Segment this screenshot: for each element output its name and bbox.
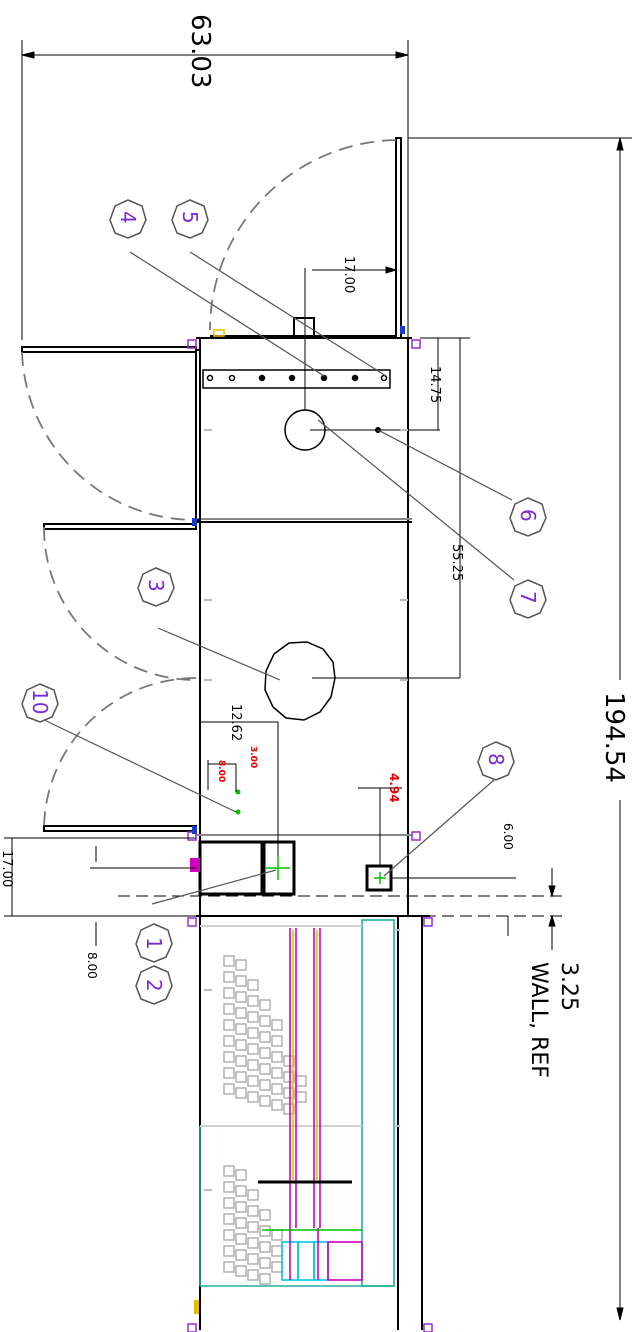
svg-text:5: 5 bbox=[178, 211, 202, 224]
dim-12-62-text: 12.62 bbox=[228, 704, 243, 741]
grey-stack-lower bbox=[223, 1165, 283, 1285]
svg-text:7: 7 bbox=[516, 591, 540, 604]
grey-stack-upper bbox=[223, 955, 307, 1115]
yellow-marker-top bbox=[213, 329, 225, 337]
teal-frame bbox=[199, 919, 395, 1287]
dim-overall-length-text: 194.54 bbox=[599, 692, 629, 783]
dim-6-3-25 bbox=[118, 868, 564, 950]
callout-3: 3 bbox=[137, 567, 175, 607]
corner-markers bbox=[187, 339, 433, 1332]
dim-6-00-text: 6.00 bbox=[501, 823, 515, 850]
item-10-point bbox=[235, 809, 241, 815]
svg-text:3: 3 bbox=[144, 579, 168, 592]
dim-55-25-text: 55.25 bbox=[449, 544, 464, 581]
dim-3-25-text: 3.25 bbox=[556, 962, 581, 1011]
cyan-blocks bbox=[281, 1241, 329, 1281]
dim-left bbox=[4, 837, 196, 946]
callout-8: 8 bbox=[477, 741, 515, 781]
callout-10: 10 bbox=[21, 683, 59, 723]
dim-3-00-text: 3.00 bbox=[248, 746, 258, 768]
pipes bbox=[289, 928, 321, 1228]
dim-overall-length bbox=[408, 137, 632, 1321]
svg-text:8: 8 bbox=[484, 753, 508, 766]
callout-6: 6 bbox=[509, 497, 547, 537]
dim-8-00-red-text: 8.00 bbox=[216, 760, 226, 782]
svg-text:1: 1 bbox=[142, 937, 166, 950]
item-8-box bbox=[365, 864, 393, 892]
item-3-circle bbox=[264, 641, 336, 721]
dim-12-62 bbox=[200, 721, 279, 856]
red-marker bbox=[190, 858, 200, 872]
svg-text:10: 10 bbox=[28, 689, 52, 714]
svg-text:6: 6 bbox=[516, 509, 540, 522]
tick-marks bbox=[204, 429, 408, 1191]
dim-overall-width-text: 63.03 bbox=[185, 14, 215, 88]
magenta-blocks bbox=[289, 1228, 363, 1281]
callout-4: 4 bbox=[109, 199, 147, 239]
door-swing-arcs bbox=[21, 139, 397, 829]
top-right-wall bbox=[210, 137, 402, 339]
callout-7: 7 bbox=[509, 579, 547, 619]
dim-17-left-text: 17.00 bbox=[0, 850, 14, 887]
dim-overall-width bbox=[21, 40, 409, 340]
callout-2: 2 bbox=[135, 965, 173, 1005]
shelves bbox=[200, 925, 362, 1127]
dim-8-00-left-text: 8.00 bbox=[85, 952, 99, 979]
wall-ref-label: WALL, REF bbox=[526, 962, 551, 1078]
dim-14-75-text: 14.75 bbox=[427, 366, 442, 403]
callout-1: 1 bbox=[135, 923, 173, 963]
dim-4-94-text: 4.94 bbox=[387, 773, 401, 803]
dim-right-stack bbox=[420, 337, 470, 678]
yellow-marker-bottom bbox=[194, 1300, 199, 1314]
callout-5: 5 bbox=[171, 199, 209, 239]
dim-17-top bbox=[312, 266, 398, 274]
lower-wall bbox=[397, 916, 423, 1330]
leader-lines bbox=[39, 251, 515, 905]
top-rail bbox=[202, 369, 391, 389]
svg-text:2: 2 bbox=[142, 979, 166, 992]
svg-text:4: 4 bbox=[116, 211, 140, 224]
dim-17-top-text: 17.00 bbox=[341, 256, 356, 293]
